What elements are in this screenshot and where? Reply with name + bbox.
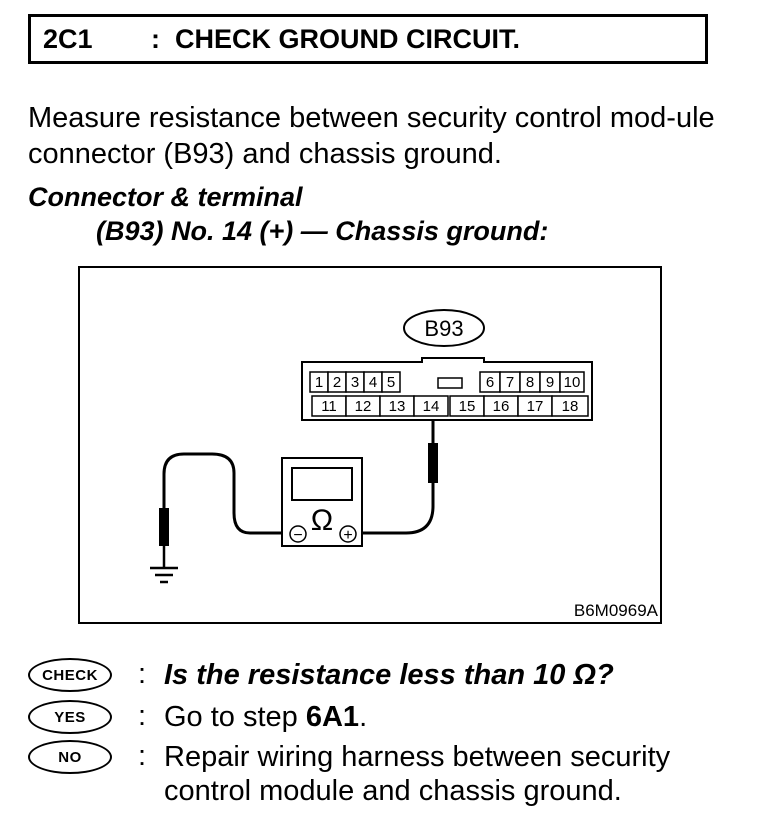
pin-number: 3 [351,374,359,391]
yes-step-ref: 6A1 [305,701,360,733]
yes-answer-suffix: . [359,701,368,733]
plus-terminal [339,525,357,543]
pin-number: 12 [355,398,372,415]
ohmmeter-display [291,467,353,501]
no-badge: NO [28,740,112,774]
yes-row: YES : Go to step 6A1. [28,700,724,734]
no-answer: Repair wiring harness between security c… [164,741,671,807]
pin-cell [559,371,585,393]
pin-cell [413,395,449,417]
connector-latch [437,377,463,389]
positive-lead [358,483,435,535]
step-title: CHECK GROUND CIRCUIT. [175,23,521,54]
pin-number: 13 [389,398,406,415]
pin-number: 10 [564,374,581,391]
no-colon: : [138,740,147,772]
pin-number: 1 [315,374,323,391]
instruction-text: Measure resistance between security cont… [28,102,715,170]
pin-number: 16 [493,398,510,415]
pin-number: 11 [321,398,337,415]
connector-heading: Connector & terminal [28,182,303,212]
check-colon: : [138,658,147,690]
connector-label: B93 [424,316,463,341]
positive-probe [428,443,438,483]
ohm-symbol: Ω [311,504,333,537]
plus-sign: + [343,527,352,544]
pin-number: 8 [526,374,534,391]
pin-number: 9 [546,374,554,391]
negative-probe [159,508,169,546]
pin-cell [381,371,401,393]
step-colon: : [151,23,160,54]
yes-colon: : [138,700,147,732]
pin-number: 15 [459,398,476,415]
minus-terminal [289,525,307,543]
minus-sign: − [293,527,302,544]
connector-spec: (B93) No. 14 (+) — Chassis ground: [96,216,549,246]
connector-label-oval [403,309,485,347]
negative-lead [162,452,282,535]
pin-number: 14 [423,398,440,415]
no-row: NO : Repair wiring harness between secur… [28,740,724,808]
pin-number: 6 [486,374,494,391]
yes-badge: YES [28,700,112,734]
pin-number: 5 [387,374,395,391]
check-badge: CHECK [28,658,112,692]
pin-number: 17 [527,398,544,415]
pin-number: 7 [506,374,514,391]
check-question: Is the resistance less than 10 Ω? [164,659,614,691]
yes-answer-prefix: Go to step [164,701,306,733]
figure-code: B6M0969A [574,601,659,620]
step-header: 2C1 : CHECK GROUND CIRCUIT. [28,14,708,64]
pin-number: 2 [333,374,341,391]
check-row: CHECK : Is the resistance less than 10 Ω… [28,658,724,692]
yes-answer: Go to step 6A1. [164,700,724,734]
connector-housing [301,357,593,421]
pin-cell [551,395,589,417]
bottom-pin-row: 11 12 13 14 15 16 17 18 [311,395,589,417]
step-number: 2C1 [43,23,93,54]
ground-symbol [150,566,178,584]
pin-number: 18 [562,398,579,415]
pin-number: 4 [369,374,377,391]
